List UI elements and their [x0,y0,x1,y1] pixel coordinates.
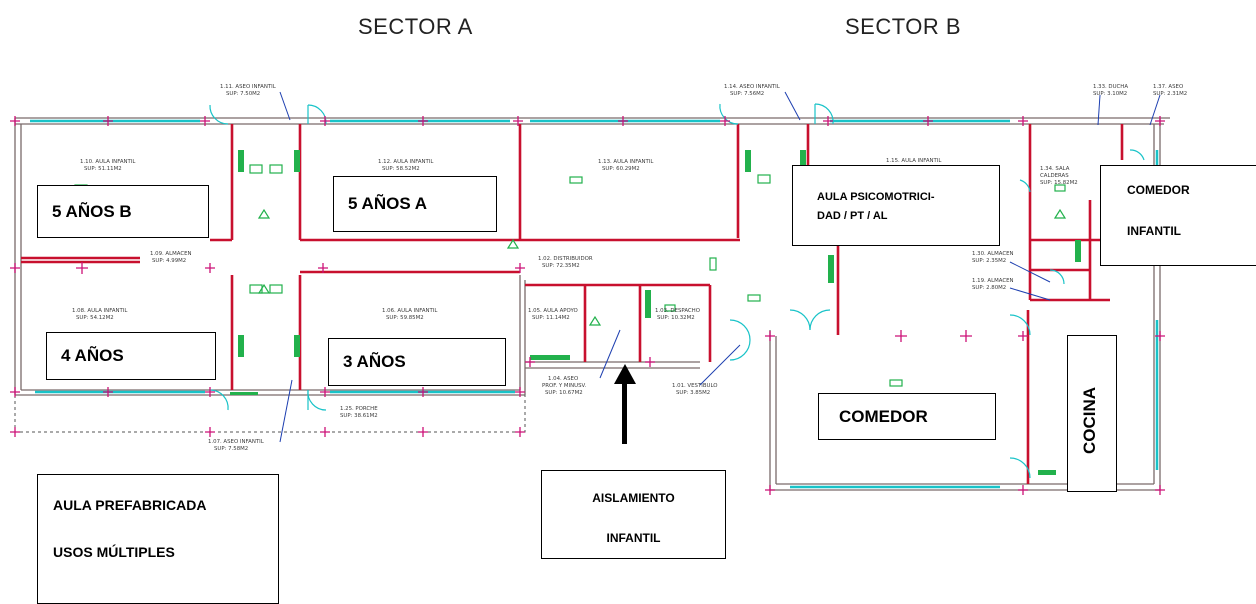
sector-a-title: SECTOR A [358,14,473,39]
room-text: SUP: 3.10M2 [1093,91,1127,97]
leader-lines [279,91,1161,443]
doors [209,103,1145,479]
room-text: 1.07. ASEO INFANTIL [208,439,264,445]
room-text: 1.15. AULA INFANTIL [886,158,941,164]
room-label-text: USOS MÚLTIPLES [53,544,175,560]
sector-b-title: SECTOR B [845,14,962,39]
room-text: 1.11. ASEO INFANTIL [220,84,276,90]
room-text: 1.25. PORCHE [340,406,378,412]
room-text: SUP: 11.14M2 [532,315,570,321]
porch-outline [14,395,526,433]
room-text: SUP: 3.85M2 [676,390,710,396]
room-text: 1.05. AULA APOYO [528,308,578,314]
room-text: SUP: 15.82M2 [1040,180,1078,186]
room-text: 1.03. DESPACHO [655,308,700,314]
room-text: SUP: 2.31M2 [1153,91,1187,97]
room-text: SUP: 54.12M2 [76,315,114,321]
room-label-text: COMEDOR [1127,183,1190,197]
room-text: SUP: 7.56M2 [730,91,764,97]
room-label-text: 5 AÑOS A [348,194,428,213]
room-label-text: 4 AÑOS [61,346,124,365]
room-label-5-anos-b: 5 AÑOS B [37,185,209,238]
room-text: SUP: 10.67M2 [545,390,583,396]
room-text: 1.37. ASEO [1153,84,1183,90]
room-label-3-anos: 3 AÑOS [328,338,506,386]
room-text: 1.09. ALMACEN [150,251,192,257]
room-text: PROF. Y MINUSV. [542,383,587,389]
room-text: CALDERAS [1040,173,1069,179]
room-label-prefabricada: AULA PREFABRICADA USOS MÚLTIPLES [37,474,279,604]
room-text: 1.04. ASEO [548,376,578,382]
interior-walls [21,124,1124,484]
room-label-text: 5 AÑOS B [52,201,132,221]
room-text: SUP: 2.35M2 [972,258,1006,264]
room-text: SUP: 59.85M2 [386,315,424,321]
room-text: 1.34. SALA [1040,166,1070,172]
room-text: SUP: 10.32M2 [657,315,695,321]
room-text: SUP: 2.80M2 [972,285,1006,291]
room-annotations: 1.11. ASEO INFANTIL SUP: 7.50M2 1.10. AU… [72,84,1187,452]
room-label-text: COMEDOR [839,406,928,426]
room-label-comedor: COMEDOR [818,393,996,440]
room-text: SUP: 38.61M2 [340,413,378,419]
room-text: SUP: 58.52M2 [382,166,420,172]
room-label-cocina: COCINA [1067,335,1117,492]
room-text: SUP: 51.11M2 [84,166,122,172]
room-label-4-anos: 4 AÑOS [46,332,216,380]
room-label-text: INFANTIL [1127,224,1181,238]
room-text: 1.12. AULA INFANTIL [378,159,433,165]
room-text: 1.30. ALMACEN [972,251,1014,257]
arrow-icon [614,364,636,444]
room-text: SUP: 7.58M2 [214,446,248,452]
room-label-aislamiento: AISLAMIENTO INFANTIL [541,470,726,559]
room-label-text: INFANTIL [606,531,661,545]
room-label-text: AULA PSICOMOTRICI- [817,191,935,203]
room-text: 1.33. DUCHA [1093,84,1128,90]
room-text: SUP: 60.29M2 [602,166,640,172]
room-label-text: AULA PREFABRICADA [53,497,207,513]
room-text: SUP: 7.50M2 [226,91,260,97]
room-label-text: AISLAMIENTO [592,491,675,505]
column-markers [10,116,1165,495]
room-text: 1.08. AULA INFANTIL [72,308,127,314]
fixtures [230,150,1081,475]
room-label-comedor-infantil: COMEDOR INFANTIL [1100,165,1256,266]
room-label-5-anos-a: 5 AÑOS A [333,176,497,232]
room-label-text: COCINA [1080,386,1099,454]
room-label-text: DAD / PT / AL [817,210,888,222]
room-text: SUP: 72.35M2 [542,263,580,269]
room-text: 1.06. AULA INFANTIL [382,308,437,314]
room-text: 1.01. VESTIBULO [672,383,718,389]
room-text: 1.13. AULA INFANTIL [598,159,653,165]
room-label-text: 3 AÑOS [343,352,406,371]
room-label-psicomotricidad: AULA PSICOMOTRICI- DAD / PT / AL [792,165,1000,246]
room-text: 1.19. ALMACEN [972,278,1014,284]
room-text: SUP: 4.99M2 [152,258,186,264]
room-text: 1.02. DISTRIBUIDOR [538,256,593,262]
room-text: 1.14. ASEO INFANTIL [724,84,780,90]
room-text: 1.10. AULA INFANTIL [80,159,135,165]
